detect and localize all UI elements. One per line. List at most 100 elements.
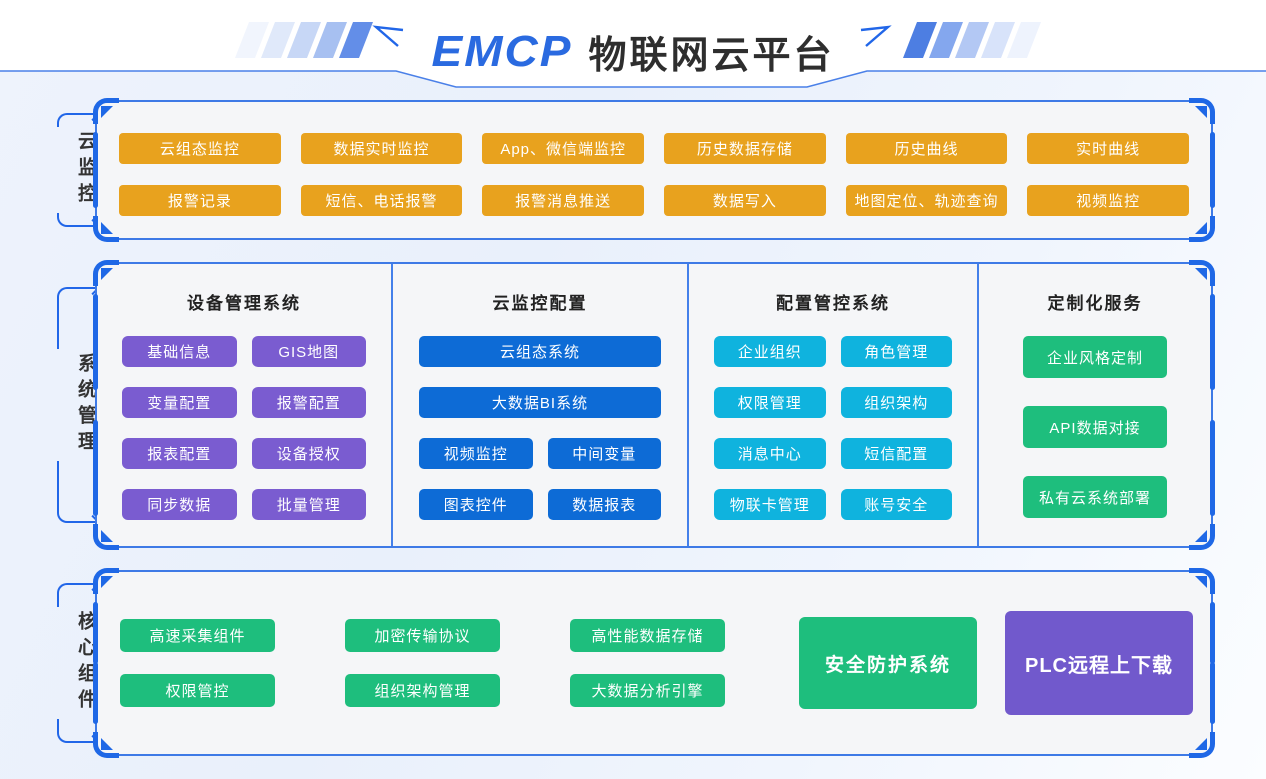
column-device-management: 设备管理系统 基础信息 GIS地图 变量配置 报警配置 报表配置 设备授权 同步… <box>97 264 393 546</box>
feature-tag: 权限管理 <box>714 387 826 418</box>
panel-edge-decoration <box>1210 420 1215 516</box>
feature-tag: 短信、电话报警 <box>300 185 463 216</box>
slash-decoration-right <box>903 22 1041 58</box>
security-system-block: 安全防护系统 <box>799 617 977 709</box>
panel-cloud-monitoring: 云组态监控 数据实时监控 App、微信端监控 历史数据存储 历史曲线 实时曲线 … <box>93 98 1215 242</box>
feature-tag: 大数据BI系统 <box>419 387 661 418</box>
bracket-top-arm <box>57 287 95 349</box>
plc-remote-block: PLC远程上下载 <box>1005 611 1193 715</box>
feature-tag: 高速采集组件 <box>120 619 275 652</box>
panel-edge-decoration <box>93 602 98 664</box>
core-feature-column: 高速采集组件 权限管控 <box>120 619 275 707</box>
feature-tag: 加密传输协议 <box>345 619 500 652</box>
panel-corner-decoration <box>93 98 119 124</box>
feature-tag: 私有云系统部署 <box>1023 476 1167 518</box>
panel-edge-decoration <box>93 161 98 208</box>
panel-corner-decoration <box>1189 98 1215 124</box>
config-control-grid: 企业组织 角色管理 权限管理 组织架构 消息中心 短信配置 物联卡管理 账号安全 <box>714 336 952 520</box>
panel-corner-decoration <box>1189 732 1215 758</box>
panel-edge-decoration <box>1210 662 1215 724</box>
feature-tag: 报警记录 <box>119 185 281 216</box>
column-config-control: 配置管控系统 企业组织 角色管理 权限管理 组织架构 消息中心 短信配置 物联卡… <box>689 264 979 546</box>
column-title: 配置管控系统 <box>776 294 890 313</box>
feature-tag: 同步数据 <box>122 489 237 520</box>
section-label-core-components: 核心组件 <box>57 583 96 743</box>
column-title: 云监控配置 <box>492 294 588 313</box>
feature-tag: 视频监控 <box>419 438 533 469</box>
page-title: EMCP 物联网云平台 <box>0 24 1266 78</box>
column-title: 设备管理系统 <box>187 294 301 313</box>
feature-tag: 权限管控 <box>120 674 275 707</box>
header-banner: EMCP 物联网云平台 <box>0 0 1266 92</box>
panel-corner-decoration <box>93 216 119 242</box>
feature-tag: 变量配置 <box>122 387 237 418</box>
slash-decoration-left <box>235 22 373 58</box>
feature-tag: 数据实时监控 <box>300 133 463 164</box>
panel-edge-decoration <box>1210 294 1215 390</box>
chevron-right-icon <box>860 25 892 47</box>
section-label-system-management: 系统管理 <box>57 287 96 523</box>
cloud-feature-grid: 云组态监控 数据实时监控 App、微信端监控 历史数据存储 历史曲线 实时曲线 … <box>119 133 1189 216</box>
section-label-text: 核心组件 <box>75 611 96 715</box>
platform-title: 物联网云平台 <box>588 34 835 77</box>
panel-edge-decoration <box>1210 132 1215 179</box>
feature-tag: 历史数据存储 <box>664 133 826 164</box>
panel-core-components: 高速采集组件 权限管控 加密传输协议 组织架构管理 高性能数据存储 大数据分析引… <box>93 568 1215 758</box>
feature-tag: 地图定位、轨迹查询 <box>845 185 1008 216</box>
feature-tag: GIS地图 <box>251 336 366 367</box>
feature-tag: 批量管理 <box>251 489 366 520</box>
feature-tag: 报表配置 <box>122 438 237 469</box>
feature-tag: 角色管理 <box>840 336 952 367</box>
panel-edge-decoration <box>1210 602 1215 664</box>
panel-edge-decoration <box>93 294 98 390</box>
feature-tag: 图表控件 <box>419 489 533 520</box>
feature-tag: 企业风格定制 <box>1023 336 1167 378</box>
feature-tag: 云组态监控 <box>119 133 281 164</box>
chevron-left-icon <box>372 25 404 47</box>
feature-tag: 组织架构管理 <box>345 674 500 707</box>
custom-services-stack: 企业风格定制 API数据对接 私有云系统部署 <box>1023 336 1167 518</box>
feature-tag: 视频监控 <box>1027 185 1189 216</box>
column-custom-services: 定制化服务 企业风格定制 API数据对接 私有云系统部署 <box>979 264 1211 546</box>
feature-tag: API数据对接 <box>1023 406 1167 448</box>
feature-tag: 云组态系统 <box>419 336 661 367</box>
section-label-cloud-monitoring: 云监控 <box>57 113 96 227</box>
feature-tag: 报警消息推送 <box>482 185 644 216</box>
feature-tag: 基础信息 <box>122 336 237 367</box>
bracket-top-arm <box>57 113 95 127</box>
panel-corner-decoration <box>1189 216 1215 242</box>
panel-edge-decoration <box>93 420 98 516</box>
banner-background <box>0 0 1266 87</box>
panel-edge-decoration <box>1210 161 1215 208</box>
feature-tag: 实时曲线 <box>1027 133 1189 164</box>
feature-tag: 大数据分析引擎 <box>570 674 725 707</box>
feature-tag: 短信配置 <box>840 438 952 469</box>
panel-corner-decoration <box>1189 568 1215 594</box>
header-decoration <box>0 0 1266 88</box>
section-label-text: 系统管理 <box>75 353 96 457</box>
feature-tag: 数据报表 <box>547 489 661 520</box>
feature-tag: 企业组织 <box>714 336 826 367</box>
bracket-top-arm <box>57 583 95 607</box>
column-cloud-config: 云监控配置 云组态系统 大数据BI系统 视频监控 中间变量 图表控件 数据报表 <box>393 264 689 546</box>
column-title: 定制化服务 <box>1047 294 1143 313</box>
panel-edge-decoration <box>93 132 98 179</box>
panel-edge-decoration <box>93 662 98 724</box>
panel-corner-decoration <box>93 568 119 594</box>
feature-tag: 账号安全 <box>840 489 952 520</box>
ribbon-line <box>0 70 1266 88</box>
core-feature-column: 加密传输协议 组织架构管理 <box>345 619 500 707</box>
section-label-text: 云监控 <box>75 131 96 209</box>
feature-tag: 历史曲线 <box>845 133 1008 164</box>
device-feature-grid: 基础信息 GIS地图 变量配置 报警配置 报表配置 设备授权 同步数据 批量管理 <box>122 336 366 520</box>
cloud-config-stack: 云组态系统 大数据BI系统 视频监控 中间变量 图表控件 数据报表 <box>419 336 661 520</box>
feature-tag: 设备授权 <box>251 438 366 469</box>
feature-tag: 高性能数据存储 <box>570 619 725 652</box>
feature-tag: 中间变量 <box>547 438 661 469</box>
bracket-bottom-arm <box>57 461 95 523</box>
bracket-bottom-arm <box>57 719 95 743</box>
core-feature-column: 高性能数据存储 大数据分析引擎 <box>570 619 725 707</box>
bracket-bottom-arm <box>57 213 95 227</box>
feature-tag: App、微信端监控 <box>482 133 644 164</box>
cloud-config-half-grid: 视频监控 中间变量 图表控件 数据报表 <box>419 438 661 520</box>
